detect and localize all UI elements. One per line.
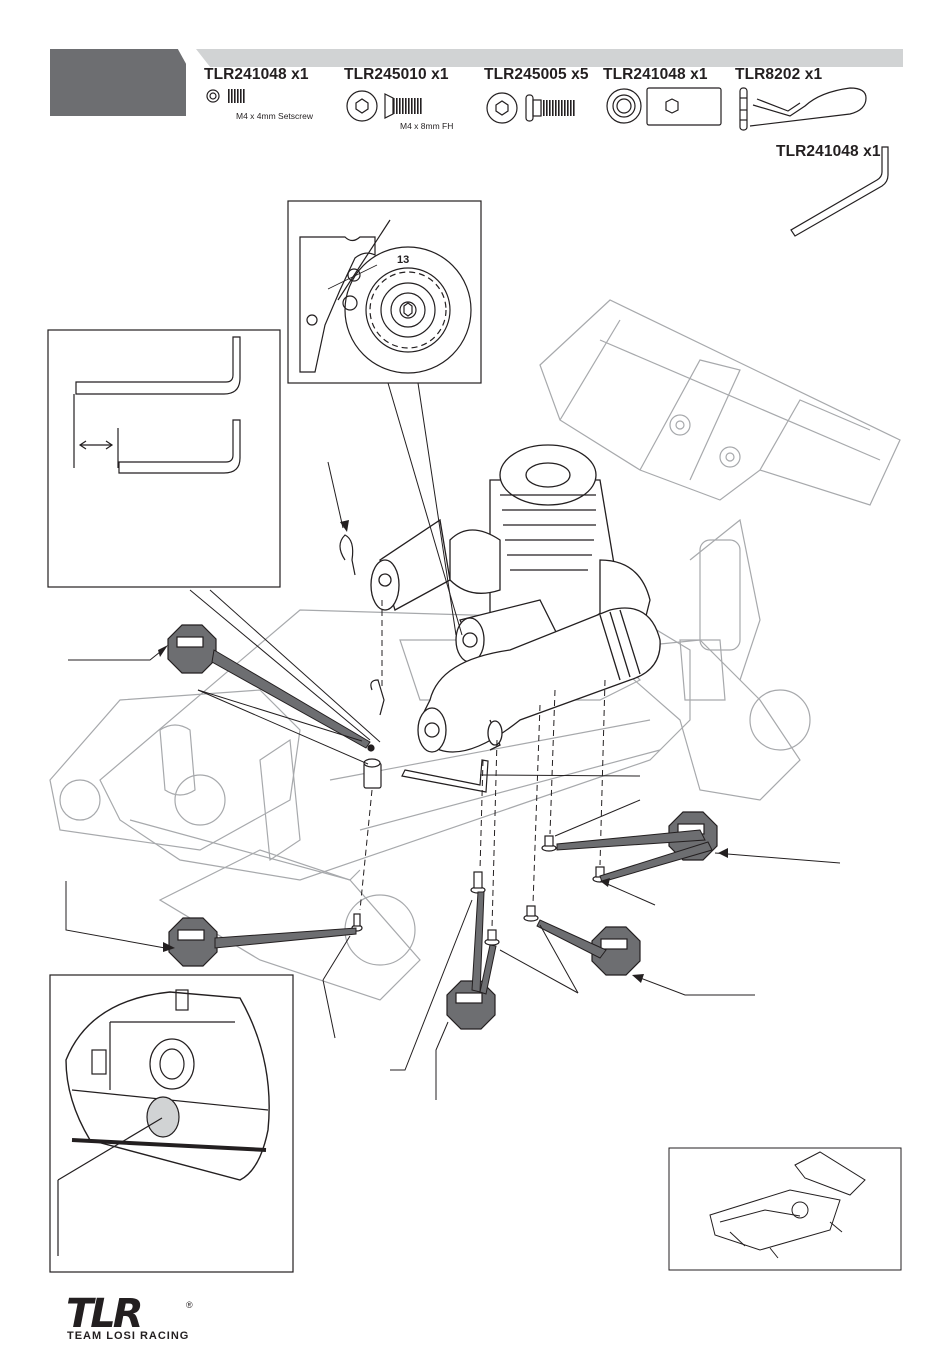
overview-thumbnail (669, 1148, 901, 1270)
pinion-detail-inset (288, 201, 481, 383)
body-clip-icon (740, 88, 866, 130)
engine-spacer (364, 745, 381, 788)
body-clip (340, 535, 384, 715)
chassis (50, 520, 810, 1000)
engine-mount-zoom-inset (50, 975, 293, 1272)
button-head-screw-icon (487, 93, 576, 123)
spacer-icon (607, 88, 721, 125)
brand-logo: TLR (66, 1294, 141, 1334)
gauge-wrench (402, 760, 488, 792)
gear-teeth-label: 13 (397, 254, 409, 266)
hex-wrench-icon (791, 147, 888, 236)
wrench-gauge-inset (48, 330, 280, 587)
registered-mark: ® (186, 1300, 193, 1310)
air-filter (371, 520, 450, 610)
setscrew-icon (207, 89, 245, 103)
brand-tagline: TEAM LOSI RACING (67, 1330, 189, 1342)
flathead-screw-icon (347, 91, 423, 121)
